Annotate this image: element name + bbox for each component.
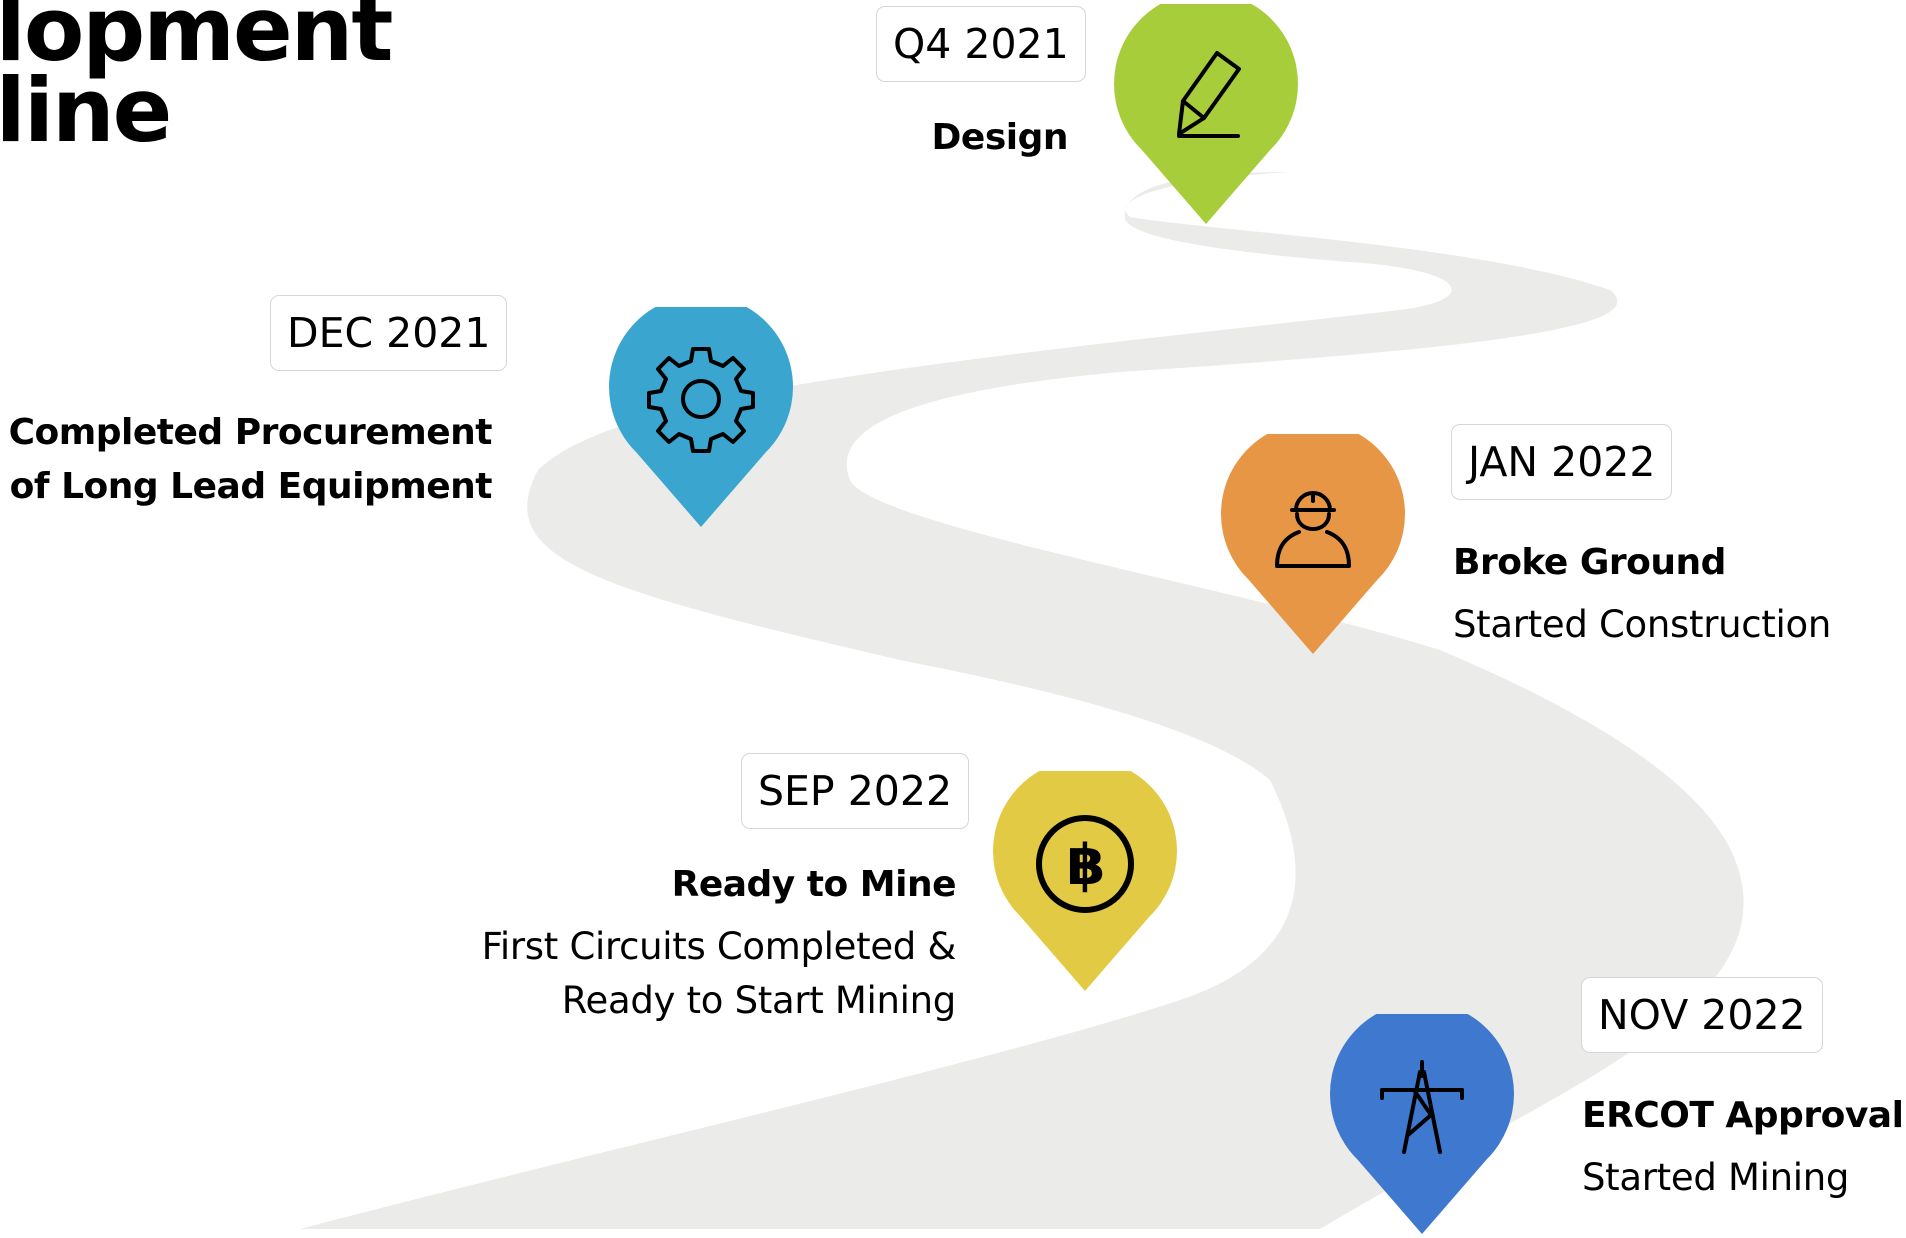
pencil-icon <box>1177 51 1241 138</box>
milestone-date-nov-2022: NOV 2022 <box>1581 977 1823 1053</box>
milestone-pin-ercot-approval <box>1330 1014 1514 1238</box>
milestone-desc-broke-ground: Started Construction <box>1453 603 1831 646</box>
pin-shape-ready-to-mine <box>993 771 1177 991</box>
page-title: elopment eline <box>0 0 393 162</box>
milestone-date-dec-2021: DEC 2021 <box>270 295 508 371</box>
pin-shape-broke-ground <box>1221 434 1405 654</box>
milestone-title-procurement: Completed Procurement of Long Lead Equip… <box>8 412 493 507</box>
svg-text:฿: ฿ <box>1067 833 1106 898</box>
worker-icon <box>1275 491 1351 568</box>
road-shape <box>300 172 1906 1229</box>
milestone-desc-ercot-approval: Started Mining <box>1582 1156 1850 1199</box>
milestone-pin-ready-to-mine: ฿ <box>993 771 1177 995</box>
milestone-pin-procurement <box>609 307 793 531</box>
milestone-date-sep-2022: SEP 2022 <box>741 753 970 829</box>
bitcoin-icon: ฿ <box>1036 815 1134 913</box>
milestone-title-ercot-approval: ERCOT Approval <box>1582 1095 1904 1136</box>
milestone-date-jan-2022: JAN 2022 <box>1451 424 1673 500</box>
milestone-title-ready-to-mine: Ready to Mine <box>671 864 957 905</box>
milestone-date-q4-2021: Q4 2021 <box>876 6 1086 82</box>
gear-icon <box>647 347 755 453</box>
power-tower-icon <box>1380 1060 1464 1154</box>
milestone-title-design: Design <box>931 117 1069 158</box>
milestone-title-broke-ground: Broke Ground <box>1453 542 1726 583</box>
milestone-pin-design <box>1114 4 1298 228</box>
milestone-desc-ready-to-mine: First Circuits Completed & Ready to Star… <box>481 925 957 1022</box>
milestone-pin-broke-ground <box>1221 434 1405 658</box>
